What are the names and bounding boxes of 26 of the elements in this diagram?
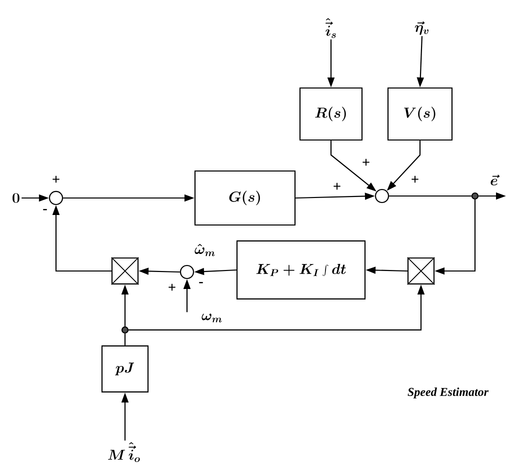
sign-label: +	[334, 182, 340, 190]
transfer-block: $R(s)$	[299, 87, 363, 141]
multiplier-box	[407, 257, 435, 285]
signal-label: $\vec{\eta}_v$	[414, 21, 428, 35]
caption: Speed Estimator	[408, 388, 489, 398]
summing-junction	[180, 264, 194, 280]
sign-label: -	[43, 209, 47, 210]
transfer-block: $pJ$	[101, 345, 149, 393]
transfer-block: $K_P + K_I \int dt$	[236, 240, 366, 300]
signal-label: $0$	[12, 193, 20, 203]
sign-label: +	[362, 158, 370, 166]
sign-label: +	[412, 176, 418, 183]
summing-junction	[48, 190, 64, 206]
signal-label: $\omega_m$	[202, 314, 222, 322]
transfer-block: $G(s)$	[194, 170, 296, 226]
multiplier-box	[111, 257, 139, 285]
signal-label: $M\,\hat{\vec{i}}_o$	[108, 442, 140, 462]
edge-label: $\vec{e}$	[490, 174, 500, 186]
sign-label: -	[199, 282, 203, 284]
branch-point	[471, 192, 479, 200]
summing-junction	[374, 188, 390, 204]
sign-label: +	[168, 284, 176, 291]
branch-point	[121, 326, 129, 334]
transfer-block: $V(s)$	[387, 87, 453, 141]
signal-label: $\hat{\vec{i}}_s$	[326, 18, 336, 38]
edge-label: $\hat{\omega}_m$	[194, 244, 215, 256]
